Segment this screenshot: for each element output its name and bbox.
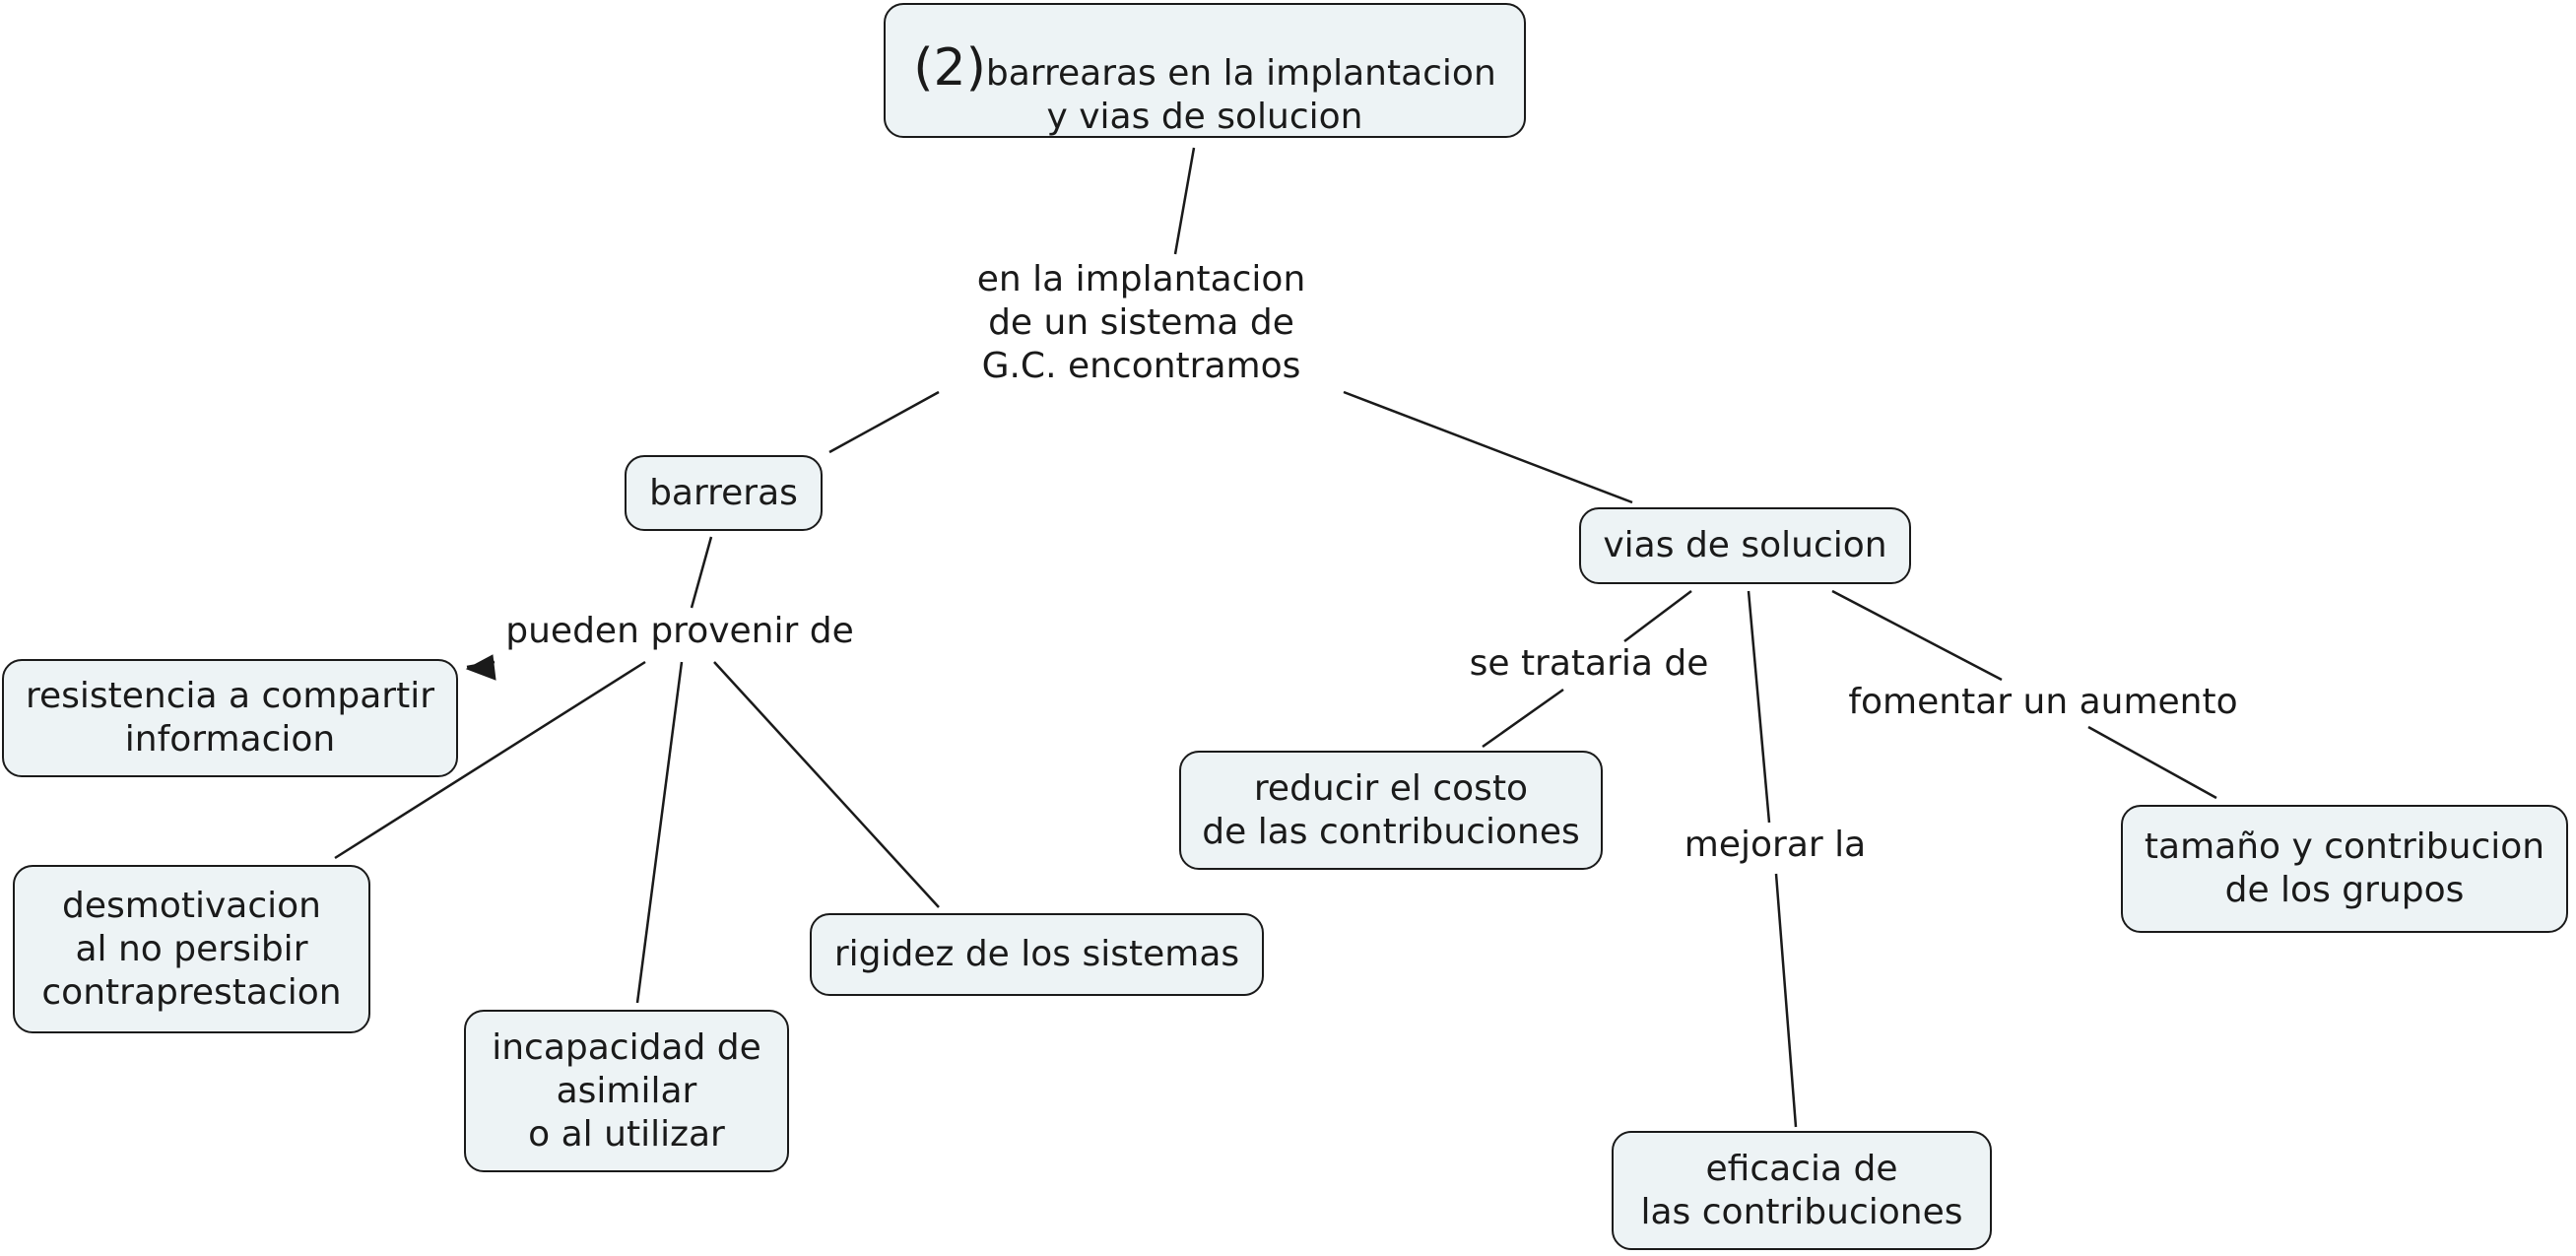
node-incapacidad[interactable]: incapacidad de asimilar o al utilizar	[464, 1010, 789, 1172]
linking-phrase-fomentar: fomentar un aumento	[1836, 681, 2250, 724]
title-line1-wrap: (2)barrearas en la implantacion	[913, 3, 1496, 96]
link-main-vias	[1343, 390, 1633, 504]
link-vias-setrataria	[1623, 590, 1692, 642]
linking-phrase-barreras: pueden provenir de	[493, 610, 867, 653]
link-phrase-rigidez	[713, 661, 940, 908]
link-vias-mejorar	[1747, 590, 1771, 824]
title-line2: y vias de solucion	[1046, 96, 1363, 137]
link-main-barreras	[828, 390, 940, 454]
linking-phrase-se-trataria: se trataria de	[1454, 642, 1724, 686]
node-rigidez[interactable]: rigidez de los sistemas	[810, 913, 1264, 996]
link-title-main	[1173, 147, 1196, 255]
linking-phrase-main: en la implantacion de un sistema de G.C.…	[939, 258, 1344, 388]
node-vias-de-solucion[interactable]: vias de solucion	[1579, 507, 1911, 584]
title-number: (2)	[913, 37, 986, 98]
node-desmotivacion[interactable]: desmotivacion al no persibir contraprest…	[13, 865, 370, 1033]
node-eficacia[interactable]: eficacia de las contribuciones	[1612, 1131, 1992, 1250]
node-tamano[interactable]: tamaño y contribucion de los grupos	[2121, 805, 2568, 933]
link-mejorar-eficacia	[1774, 873, 1798, 1128]
link-setrataria-reducir	[1482, 688, 1564, 749]
linking-phrase-mejorar: mejorar la	[1667, 824, 1883, 867]
title-node[interactable]: (2)barrearas en la implantacion y vias d…	[884, 3, 1526, 138]
arrowhead-icon	[465, 654, 496, 681]
title-line1: barrearas en la implantacion	[985, 52, 1496, 94]
node-resistencia[interactable]: resistencia a compartir informacion	[2, 659, 458, 777]
link-phrase-incapacidad	[635, 661, 684, 1004]
link-vias-fomentar	[1831, 589, 2003, 682]
node-barreras[interactable]: barreras	[625, 455, 823, 531]
link-barreras-phrase	[690, 536, 713, 609]
link-fomentar-tamano	[2087, 725, 2217, 800]
node-reducir[interactable]: reducir el costo de las contribuciones	[1179, 751, 1603, 870]
link-phrase-desmotivacion	[334, 660, 646, 860]
